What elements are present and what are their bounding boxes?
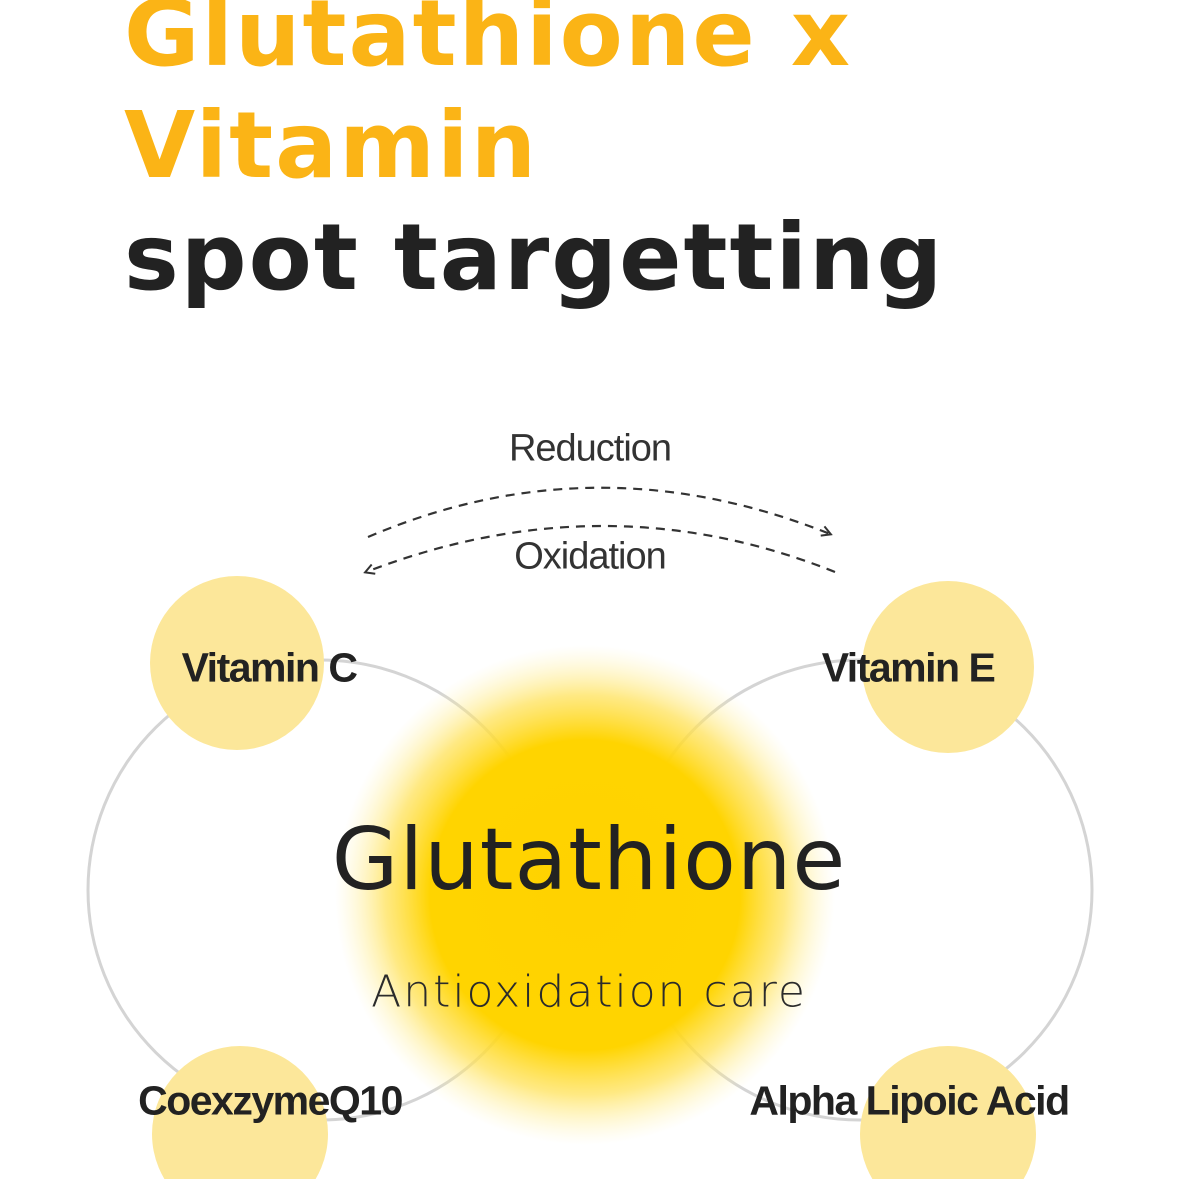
- center-title: Glutathione: [331, 810, 847, 910]
- center-subtitle: Antioxidation care: [371, 966, 807, 1018]
- coexzyme-q10-label: CoexzymeQ10: [138, 1077, 403, 1124]
- oxidation-label: Oxidation: [514, 535, 667, 578]
- vitamin-c-node: [150, 576, 324, 750]
- headline: Glutathione x Vitamin spot targetting: [124, 0, 944, 314]
- reduction-arrow: [367, 486, 830, 539]
- alpha-lipoic-acid-label: Alpha Lipoic Acid: [749, 1077, 1070, 1124]
- center-glow: [335, 645, 835, 1145]
- vitamin-e-node: [862, 581, 1034, 753]
- vitamin-e-label: Vitamin E: [821, 644, 996, 691]
- vitamin-c-label: Vitamin C: [181, 644, 358, 691]
- headline-line-2: Vitamin: [124, 92, 539, 199]
- alpha-lipoic-acid-node: [860, 1046, 1036, 1183]
- headline-line-3: spot targetting: [124, 204, 945, 311]
- headline-line-1: Glutathione x: [124, 0, 853, 87]
- coexzyme-q10-node: [152, 1046, 328, 1183]
- reduction-label: Reduction: [508, 427, 672, 470]
- oxidation-arrow: [366, 524, 836, 572]
